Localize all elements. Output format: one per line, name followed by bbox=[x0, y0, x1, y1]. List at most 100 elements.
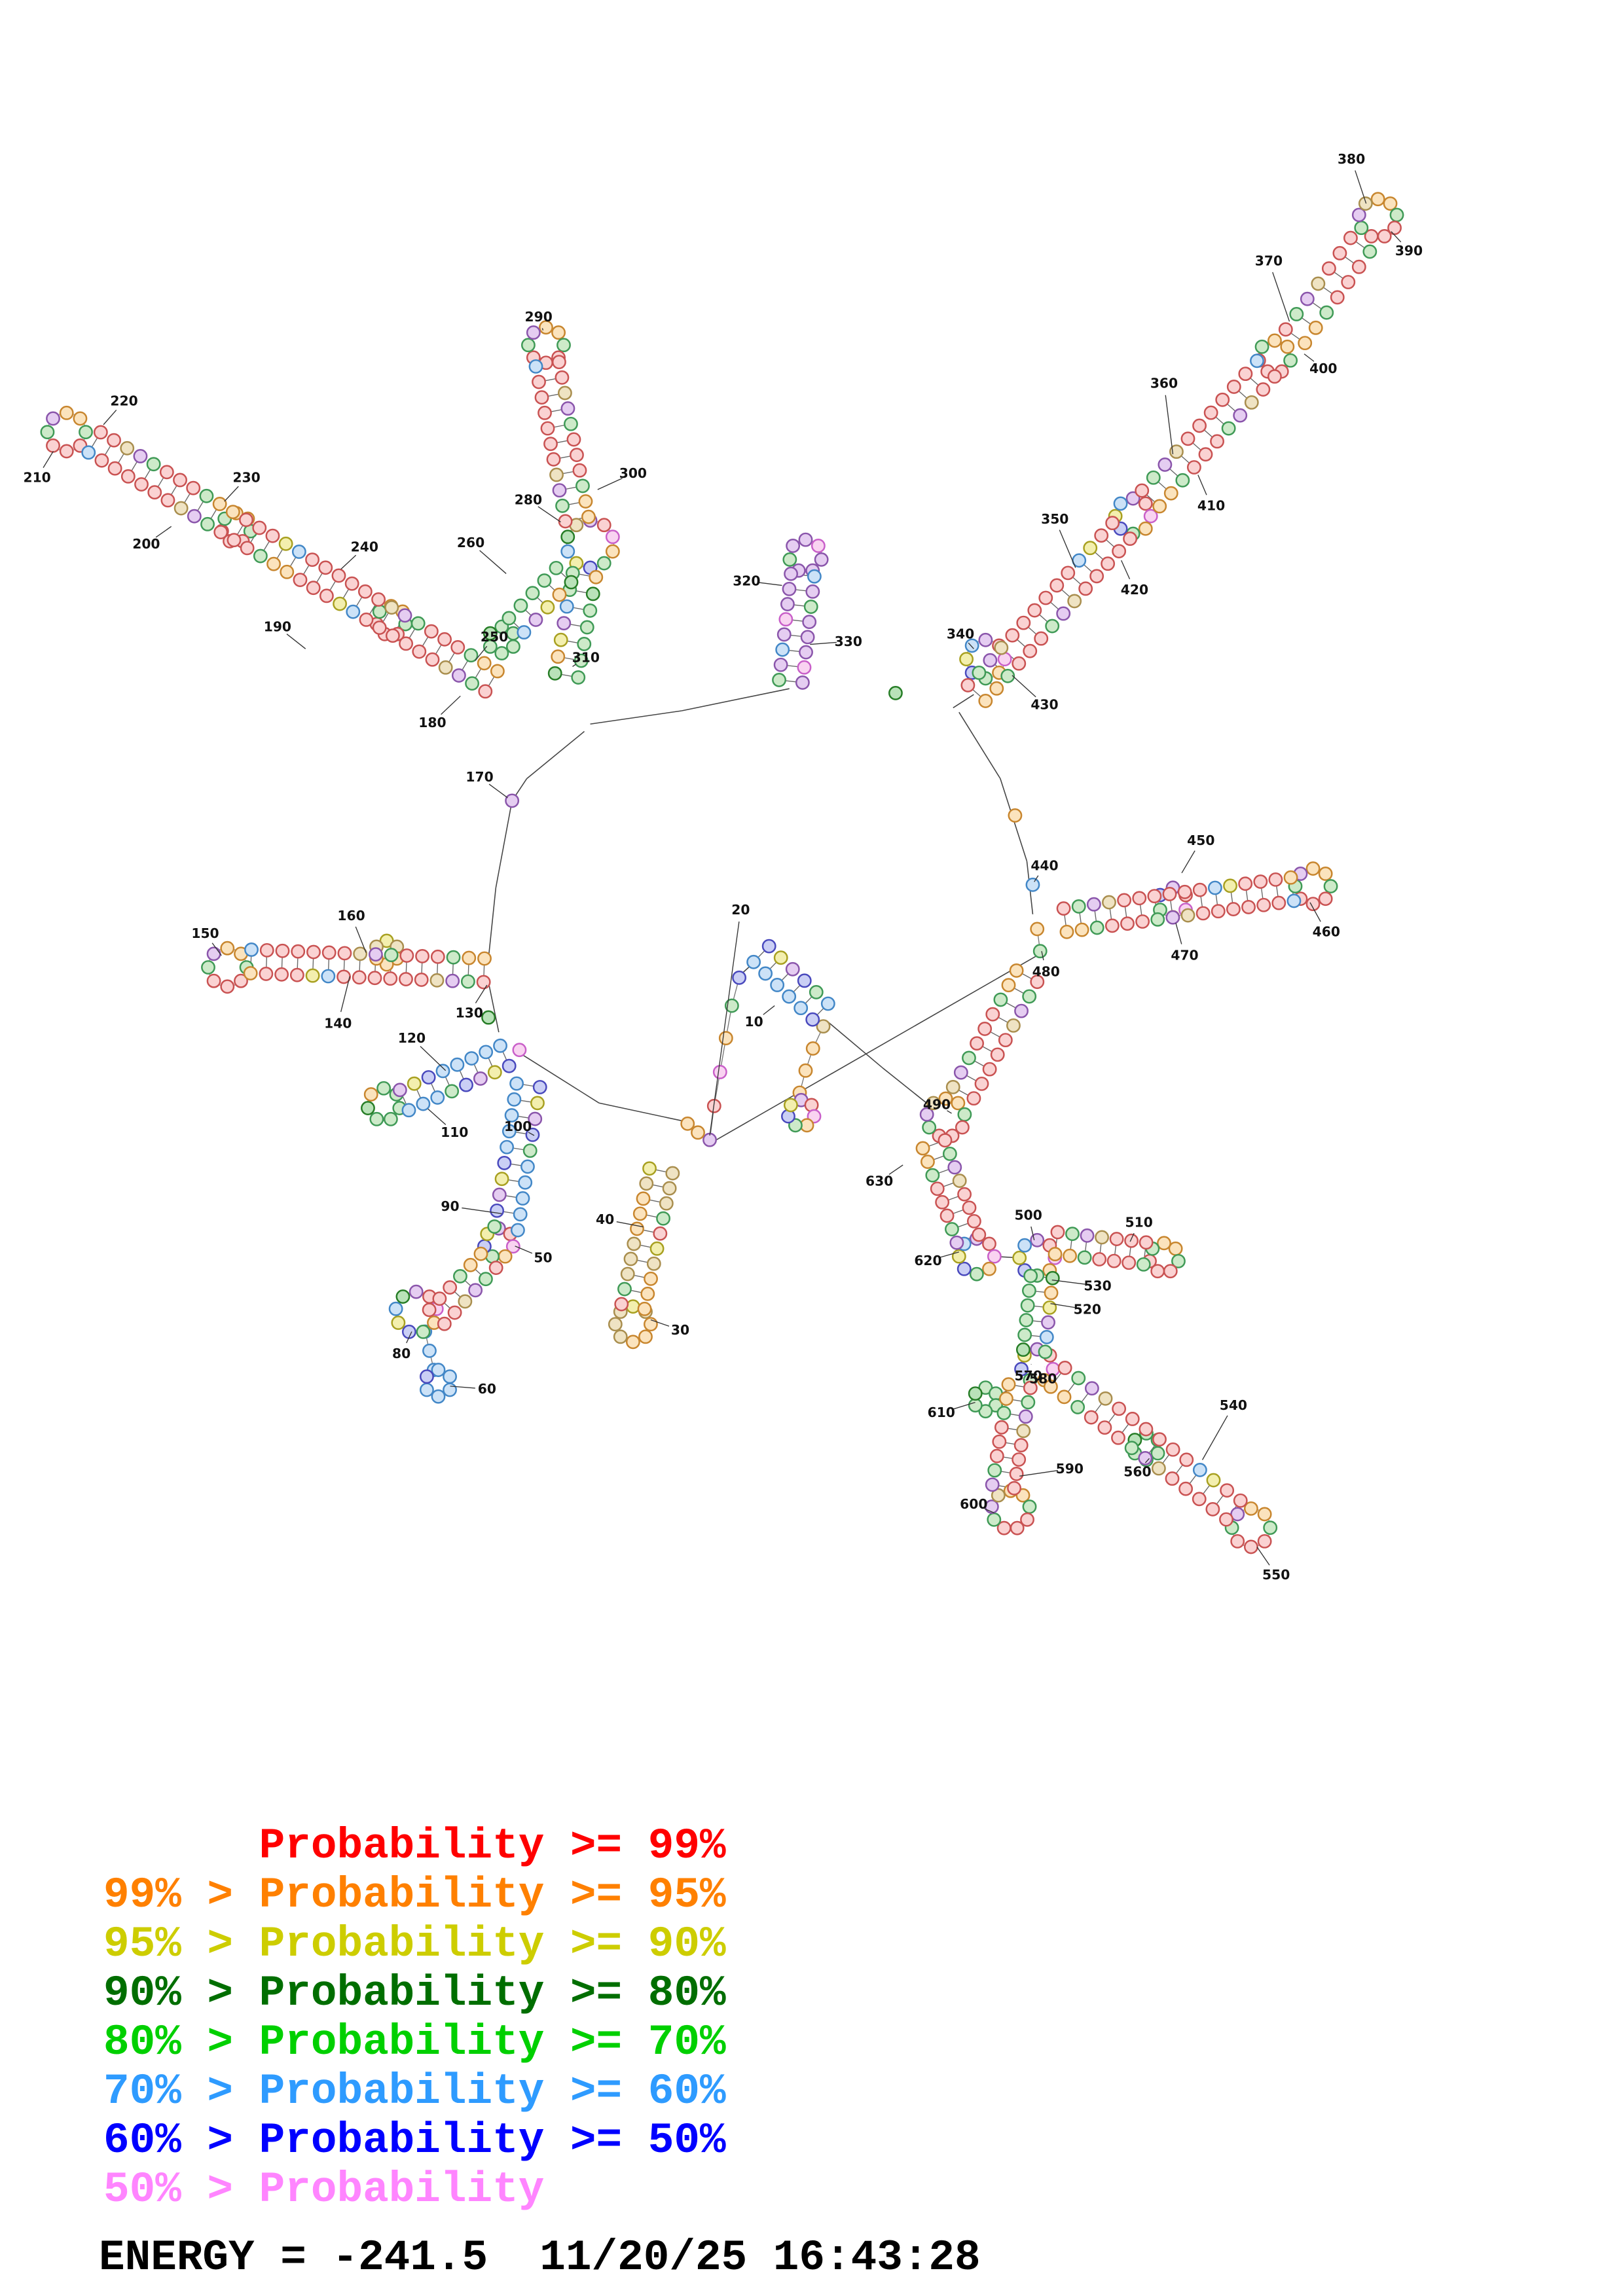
legend-entry-1: 99% > Probability >= 95% bbox=[103, 1871, 726, 1920]
position-label-480: 480 bbox=[1032, 964, 1060, 980]
nucleotide-dot bbox=[399, 972, 413, 986]
nucleotide-dot bbox=[446, 950, 461, 965]
position-label-390: 390 bbox=[1395, 243, 1423, 259]
position-label-590: 590 bbox=[1056, 1461, 1084, 1477]
backbone-line bbox=[826, 1020, 883, 1068]
nucleotide-dot bbox=[962, 1050, 976, 1066]
nucleotide-dot bbox=[227, 533, 242, 548]
nucleotide-dot bbox=[1122, 1255, 1137, 1270]
nucleotide-dot bbox=[994, 1420, 1009, 1435]
nucleotide-dot bbox=[572, 463, 587, 478]
nucleotide-dot bbox=[511, 1223, 525, 1238]
nucleotide-dot bbox=[372, 604, 387, 619]
nucleotide-dot bbox=[1022, 1499, 1037, 1514]
label-leader-line bbox=[1034, 875, 1039, 882]
nucleotide-dot bbox=[798, 1063, 813, 1078]
nucleotide-dot bbox=[201, 960, 215, 975]
nucleotide-dot bbox=[497, 1155, 512, 1170]
nucleotide-dot bbox=[805, 584, 820, 599]
nucleotide-dot bbox=[1238, 367, 1253, 382]
nucleotide-dot bbox=[479, 1045, 494, 1060]
nucleotide-dot bbox=[1268, 872, 1283, 887]
nucleotide-dot bbox=[1147, 889, 1162, 904]
nucleotide-dot bbox=[1017, 1238, 1032, 1253]
nucleotide-dot bbox=[1023, 1380, 1038, 1395]
nucleotide-dot bbox=[253, 548, 268, 564]
nucleotide-dot bbox=[959, 652, 974, 667]
nucleotide-dot bbox=[1105, 516, 1120, 531]
nucleotide-dot bbox=[280, 564, 295, 579]
label-leader-line bbox=[441, 695, 461, 715]
nucleotide-dot bbox=[925, 1168, 940, 1183]
nucleotide-dot bbox=[1124, 1233, 1139, 1248]
nucleotide-dot bbox=[799, 645, 813, 660]
backbone-line bbox=[958, 711, 1001, 780]
nucleotide-dot bbox=[1092, 1252, 1107, 1266]
nucleotide-dot bbox=[1094, 528, 1109, 543]
nucleotide-dot bbox=[1180, 908, 1195, 923]
nucleotide-dot bbox=[1084, 1381, 1099, 1396]
legend-entry-4: 80% > Probability >= 70% bbox=[103, 2018, 726, 2067]
nucleotide-dot bbox=[371, 592, 386, 607]
nucleotide-dot bbox=[805, 1012, 820, 1027]
position-label-60: 60 bbox=[478, 1381, 496, 1397]
nucleotide-dot bbox=[187, 509, 202, 524]
nucleotide-dot bbox=[1206, 1473, 1221, 1488]
position-label-580: 580 bbox=[1029, 1371, 1057, 1386]
label-leader-line bbox=[1059, 529, 1076, 568]
nucleotide-dot bbox=[797, 973, 812, 988]
nucleotide-dot bbox=[1070, 1399, 1085, 1414]
nucleotide-dot bbox=[1389, 207, 1404, 223]
nucleotide-dot bbox=[577, 637, 592, 651]
nucleotide-dot bbox=[945, 1222, 959, 1236]
nucleotide-dot bbox=[1125, 491, 1140, 506]
nucleotide-dot bbox=[443, 1280, 458, 1295]
nucleotide-dot bbox=[419, 1369, 434, 1384]
label-leader-line bbox=[650, 1319, 670, 1327]
nucleotide-dot bbox=[220, 941, 235, 956]
nucleotide-dot bbox=[921, 1155, 935, 1169]
nucleotide-dot bbox=[1071, 899, 1086, 914]
nucleotide-dot bbox=[1112, 1401, 1127, 1416]
nucleotide-dot bbox=[998, 1033, 1013, 1048]
nucleotide-dot bbox=[372, 620, 387, 635]
label-leader-line bbox=[1051, 1279, 1086, 1285]
nucleotide-dot bbox=[999, 1391, 1013, 1406]
nucleotide-dot bbox=[266, 556, 281, 571]
nucleotide-dot bbox=[1321, 261, 1336, 276]
nucleotide-dot bbox=[1124, 1441, 1139, 1456]
nucleotide-dot bbox=[331, 568, 346, 583]
label-leader-line bbox=[155, 526, 172, 538]
nucleotide-dot bbox=[528, 613, 543, 627]
nucleotide-dot bbox=[346, 604, 361, 619]
nucleotide-dot bbox=[107, 433, 121, 448]
nucleotide-dot bbox=[367, 971, 382, 986]
nucleotide-dot bbox=[642, 1161, 657, 1176]
nucleotide-dot bbox=[429, 973, 445, 988]
nucleotide-dot bbox=[397, 608, 412, 623]
position-label-230: 230 bbox=[232, 470, 260, 486]
label-leader-line bbox=[1041, 951, 1044, 961]
nucleotide-dot bbox=[239, 512, 253, 528]
nucleotide-dot bbox=[1364, 229, 1379, 243]
position-label-570: 570 bbox=[1015, 1368, 1042, 1384]
position-label-50: 50 bbox=[534, 1250, 552, 1266]
nucleotide-dot bbox=[637, 1301, 652, 1316]
nucleotide-dot bbox=[803, 600, 818, 614]
nucleotide-dot bbox=[465, 676, 480, 691]
nucleotide-dot bbox=[1111, 1430, 1125, 1445]
nucleotide-dot bbox=[1042, 1300, 1057, 1315]
nucleotide-dot bbox=[966, 1091, 981, 1106]
nucleotide-dot bbox=[578, 494, 593, 509]
nucleotide-dot bbox=[1097, 1420, 1112, 1435]
legend-entry-0: Probability >= 99% bbox=[103, 1821, 726, 1871]
nucleotide-dot bbox=[333, 596, 347, 611]
nucleotide-dot bbox=[520, 338, 536, 353]
position-label-420: 420 bbox=[1121, 582, 1148, 598]
nucleotide-dot bbox=[1089, 569, 1104, 584]
nucleotide-dot bbox=[443, 1369, 457, 1384]
nucleotide-dot bbox=[1351, 259, 1366, 274]
nucleotide-dot bbox=[460, 974, 475, 989]
nucleotide-dot bbox=[206, 973, 221, 988]
nucleotide-dot bbox=[337, 946, 352, 961]
